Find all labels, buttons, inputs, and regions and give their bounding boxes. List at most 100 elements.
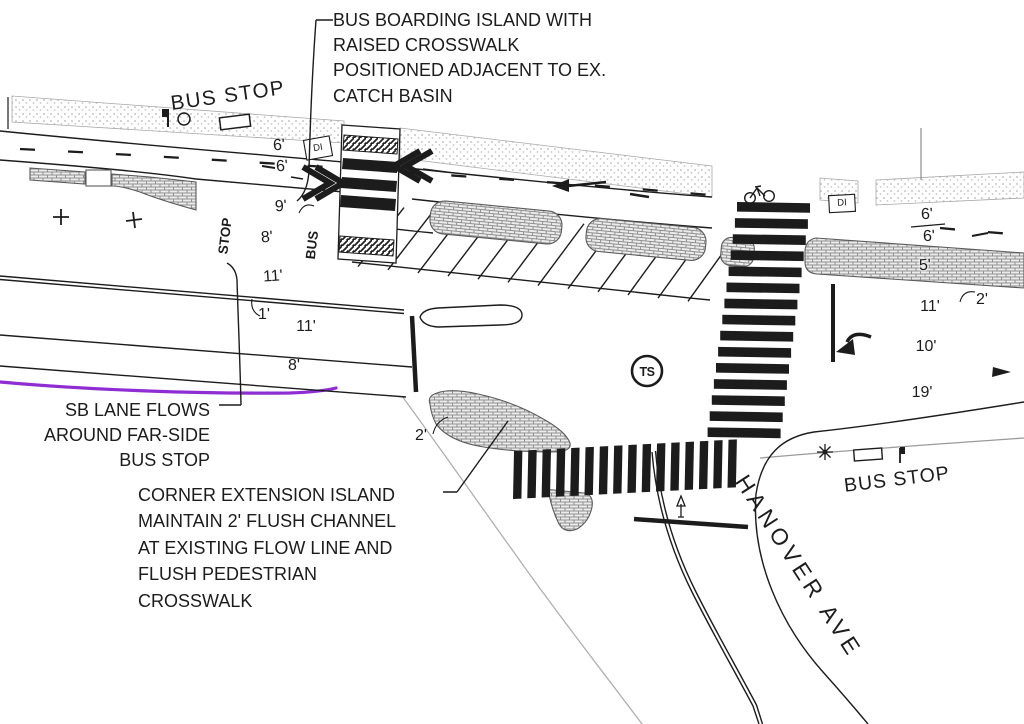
- pole-circle-icon: [177, 112, 191, 126]
- crosswalk-bar: [513, 450, 523, 499]
- boarding-island-pad-1: [429, 200, 563, 245]
- yield-chevron-right: [399, 148, 434, 184]
- crosswalk-bar: [709, 411, 783, 423]
- bus-lane-bottom: [351, 261, 711, 301]
- purple-marking-line: [0, 380, 338, 395]
- crosswalk-bar: [716, 363, 789, 374]
- sidewalk-back-line: [759, 437, 1024, 459]
- crosswalk-bar: [707, 427, 781, 439]
- yield-chevron-left: [301, 164, 336, 202]
- crosswalk-bar: [732, 234, 806, 245]
- leader-lines: [219, 19, 989, 493]
- buffer-edge-left: [0, 159, 197, 180]
- crosswalk-bar: [340, 195, 396, 211]
- bike-lane-dashed-line: [19, 147, 731, 199]
- dim-tick-2ft-right: [959, 291, 976, 303]
- chevron-tick-left: [290, 176, 304, 180]
- crosswalk-bar: [698, 440, 709, 490]
- raised-crosswalk: [290, 124, 447, 264]
- crosswalk-bar: [727, 439, 737, 488]
- drain-inlet-box-right: [828, 193, 857, 214]
- survey-cross-icons: [53, 209, 143, 229]
- bus-shelter-icon: [218, 113, 252, 131]
- crosswalk-ramp-hatch-bottom: [338, 235, 395, 257]
- crosswalk-bar: [613, 445, 623, 494]
- curb-top-left: [0, 130, 344, 163]
- dim-fraction-bar-right: [910, 223, 946, 228]
- crosswalk-ramp-hatch-top: [342, 134, 399, 155]
- sidewalk-band-right: [875, 171, 1024, 206]
- crosswalk-bar: [541, 449, 551, 498]
- corner-callout-leader: [443, 420, 509, 493]
- bus-stop-right-symbols: [817, 444, 905, 463]
- crosswalk-bar: [684, 441, 694, 490]
- dim-tick-9ft: [298, 204, 315, 214]
- crosswalk-bar: [713, 440, 723, 489]
- crosswalk-bar: [734, 218, 808, 229]
- crosswalk-bar: [570, 447, 580, 496]
- crosswalk-bar: [670, 442, 680, 491]
- sign-flag-icon: [162, 109, 168, 117]
- bike-symbol-icon: [744, 185, 776, 204]
- stop-bar: [633, 516, 749, 530]
- crosswalk-bar: [722, 314, 796, 326]
- plan-symbols: [7, 97, 1011, 518]
- median-strip-gap-box: [85, 169, 112, 187]
- crosswalk-bar: [341, 177, 397, 192]
- crosswalk-bar: [713, 379, 787, 390]
- crosswalk-bar: [342, 158, 398, 173]
- median-flare: [111, 173, 197, 211]
- hanover-crosswalk-bars: [513, 439, 737, 499]
- median-strip-left: [29, 167, 86, 185]
- small-sign-arrow-icon: [676, 494, 686, 518]
- painted-island-loop: [419, 304, 523, 328]
- crosswalk-bar: [711, 395, 785, 406]
- signal-crosswalk-ladder: [707, 202, 810, 439]
- crosswalk-bar: [718, 346, 792, 358]
- corner-extension-island: [428, 390, 571, 453]
- crosswalk-bar: [584, 446, 594, 496]
- travel-direction-arrow-west: [552, 179, 650, 199]
- dim-tick-1ft: [251, 298, 261, 317]
- crosswalk-bar: [737, 202, 810, 213]
- crosswalk-bar: [726, 282, 800, 294]
- curb-return-curves: [401, 395, 1024, 724]
- crosswalk-bar: [730, 250, 804, 262]
- crosswalk-bar: [724, 298, 798, 310]
- east-curb-return: [754, 401, 1024, 724]
- traffic-signal-circle: [630, 354, 664, 388]
- concrete-islands: [29, 167, 1024, 532]
- dim-dash-left: [261, 165, 276, 169]
- west-curb-curve: [401, 395, 643, 724]
- corner-island-tail: [547, 489, 593, 532]
- crosswalk-bar: [656, 443, 666, 492]
- left-turn-arrow: [836, 332, 872, 355]
- parking-lane-line: [0, 365, 407, 398]
- yield-chevron-left: [314, 164, 349, 202]
- centerline-double-b: [0, 278, 405, 315]
- crosswalk-bar: [555, 448, 566, 497]
- east-buffer-strip: [804, 237, 1024, 289]
- bus-stop-left-symbols: [162, 109, 252, 131]
- sb-thick-lane-end: [409, 315, 419, 393]
- dim-dash-right: [971, 232, 989, 237]
- crosswalk-bar: [527, 449, 537, 499]
- crosswalk-bar: [598, 446, 609, 495]
- dim-tick-2ft-channel: [432, 416, 449, 435]
- centerline-double-a: [0, 275, 405, 311]
- crosswalk-bar: [720, 330, 794, 342]
- nb-lane-line: [0, 334, 413, 368]
- lane-line-arrowhead: [992, 367, 1011, 377]
- bus-shelter-icon: [852, 447, 884, 462]
- yield-chevron-right: [387, 148, 422, 184]
- boarding-callout-leader: [296, 19, 333, 202]
- bike-lane-dashed-line-right: [939, 226, 1024, 237]
- crosswalk-bar: [627, 444, 637, 493]
- han-centerline-a: [651, 451, 760, 724]
- tree-symbol-icon: [817, 444, 833, 460]
- han-centerline-b: [654, 450, 764, 724]
- chevron-tick-right: [422, 168, 447, 173]
- crosswalk-bar: [728, 266, 802, 278]
